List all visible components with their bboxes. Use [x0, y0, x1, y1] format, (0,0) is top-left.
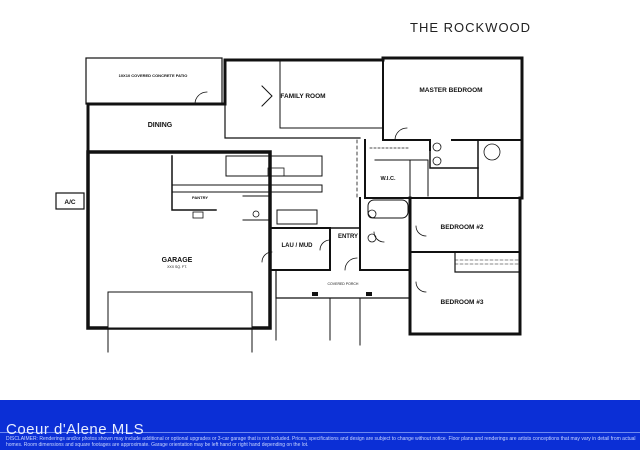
plan-title: THE ROCKWOOD — [410, 20, 532, 35]
footer-bar — [0, 400, 640, 450]
family-room-label: FAMILY ROOM — [280, 93, 325, 100]
ac-unit — [55, 192, 85, 210]
floor-plan: 10X10 COVERED CONCRETE PATIO FAMILY ROOM… — [55, 56, 524, 353]
bedroom2-label: BEDROOM #2 — [441, 224, 484, 231]
garage-label: GARAGE — [162, 257, 193, 264]
disclaimer-text: DISCLAIMER: Renderings and/or photos sho… — [6, 436, 636, 448]
entry-label: ENTRY — [338, 234, 358, 240]
lau-mud-label: LAU / MUD — [282, 243, 314, 249]
master-bedroom-label: MASTER BEDROOM — [419, 87, 482, 94]
dining-label: DINING — [148, 122, 173, 129]
mls-watermark: Coeur d'Alene MLS — [6, 421, 145, 438]
bedroom3-label: BEDROOM #3 — [441, 299, 484, 306]
covered-porch-label: COVERED PORCH — [328, 282, 359, 286]
footer-divider — [0, 432, 640, 433]
pantry-label: PANTRY — [192, 195, 208, 200]
wic-label: W.I.C. — [381, 176, 396, 182]
garage-area-label: XXX SQ. FT. — [167, 265, 187, 269]
patio-outline — [85, 57, 223, 105]
ac-label: A/C — [64, 199, 76, 206]
patio-label: 10X10 COVERED CONCRETE PATIO — [119, 73, 188, 78]
